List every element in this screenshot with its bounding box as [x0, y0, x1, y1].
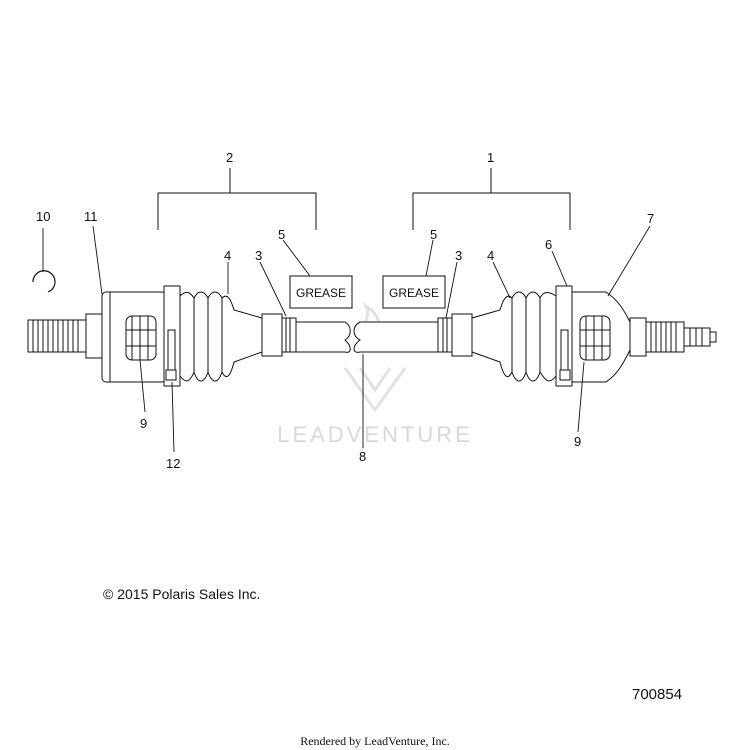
callout-3-left: 3	[255, 248, 262, 263]
right-splined-stub	[629, 317, 717, 357]
right-cv-housing	[555, 285, 631, 387]
callout-2: 2	[226, 150, 233, 165]
leader-lines	[42, 225, 651, 453]
grease-box-right: GREASE	[382, 275, 446, 309]
callout-4-left: 4	[224, 248, 231, 263]
grease-label-left: GREASE	[296, 286, 346, 300]
retaining-ring	[32, 270, 56, 293]
callout-11: 11	[84, 209, 98, 224]
callout-9-right: 9	[574, 434, 581, 449]
left-cv-housing	[101, 285, 181, 387]
callout-7: 7	[647, 211, 654, 226]
right-boot-clamp	[437, 313, 473, 357]
callout-3-right: 3	[455, 248, 462, 263]
callout-8: 8	[359, 449, 366, 464]
callout-12: 12	[166, 456, 180, 471]
drawing-number: 700854	[632, 686, 683, 703]
callout-9-left: 9	[140, 416, 147, 431]
left-boot-clamp	[261, 313, 297, 357]
copyright-notice: © 2015 Polaris Sales Inc.	[103, 586, 261, 602]
callout-10: 10	[36, 209, 50, 224]
axle-shaft	[295, 321, 441, 353]
callout-5-right: 5	[430, 227, 437, 242]
right-cv-boot	[471, 291, 557, 382]
leadventure-watermark: LEADVENTURE	[277, 301, 473, 447]
callout-4-right: 4	[487, 248, 494, 263]
left-splined-stub	[27, 313, 105, 359]
bracket-assembly-1	[412, 168, 571, 230]
callout-1: 1	[487, 150, 494, 165]
callout-5-left: 5	[278, 227, 285, 242]
bracket-assembly-2	[157, 168, 317, 230]
rendered-by-footer: Rendered by LeadVenture, Inc.	[300, 734, 450, 748]
callout-6: 6	[545, 237, 552, 252]
left-cv-boot	[179, 291, 263, 382]
grease-box-left: GREASE	[289, 275, 353, 309]
grease-label-right: GREASE	[389, 286, 439, 300]
watermark-text: LEADVENTURE	[277, 422, 473, 447]
